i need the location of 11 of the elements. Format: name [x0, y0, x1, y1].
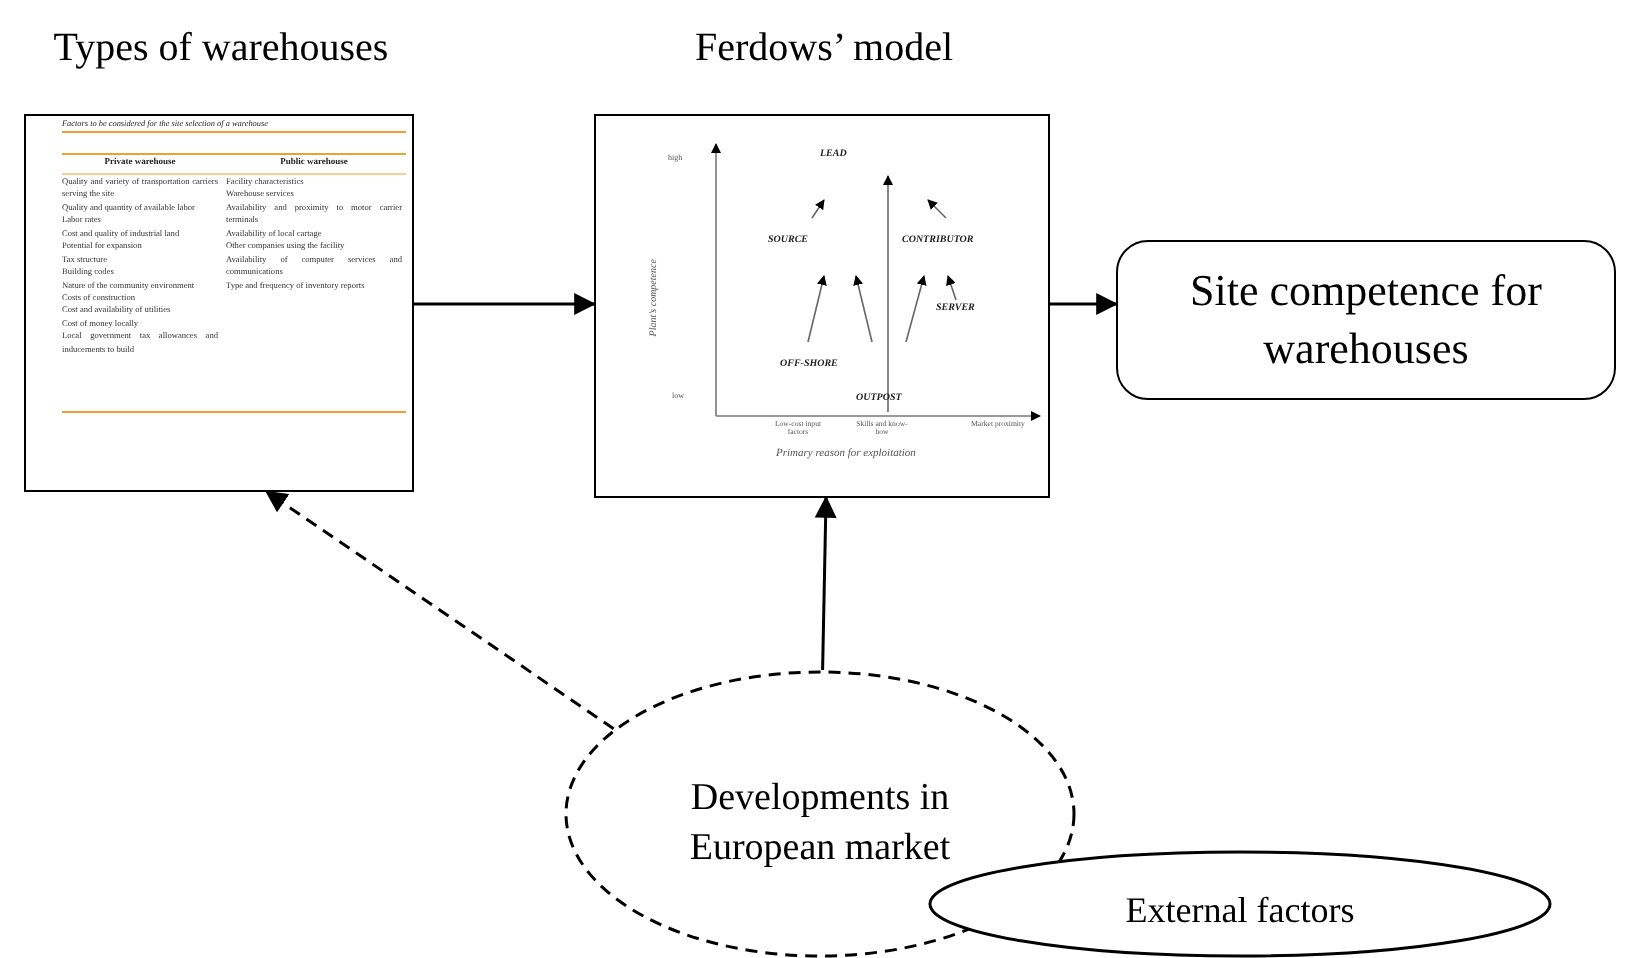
arrow [1050, 293, 1119, 315]
arrow [414, 293, 597, 315]
box-heading: Types of warehouses [51, 26, 391, 72]
arrow [814, 495, 837, 671]
process-box [1116, 240, 1616, 400]
dashed-arrow [265, 490, 615, 730]
node-label: External factors [1123, 887, 1357, 934]
node-label: Site competence for warehouses [1188, 262, 1544, 376]
box-heading: Ferdows’ model [692, 26, 956, 72]
node-label: Developments in European market [687, 774, 953, 872]
dashed-ellipse [564, 670, 1076, 958]
